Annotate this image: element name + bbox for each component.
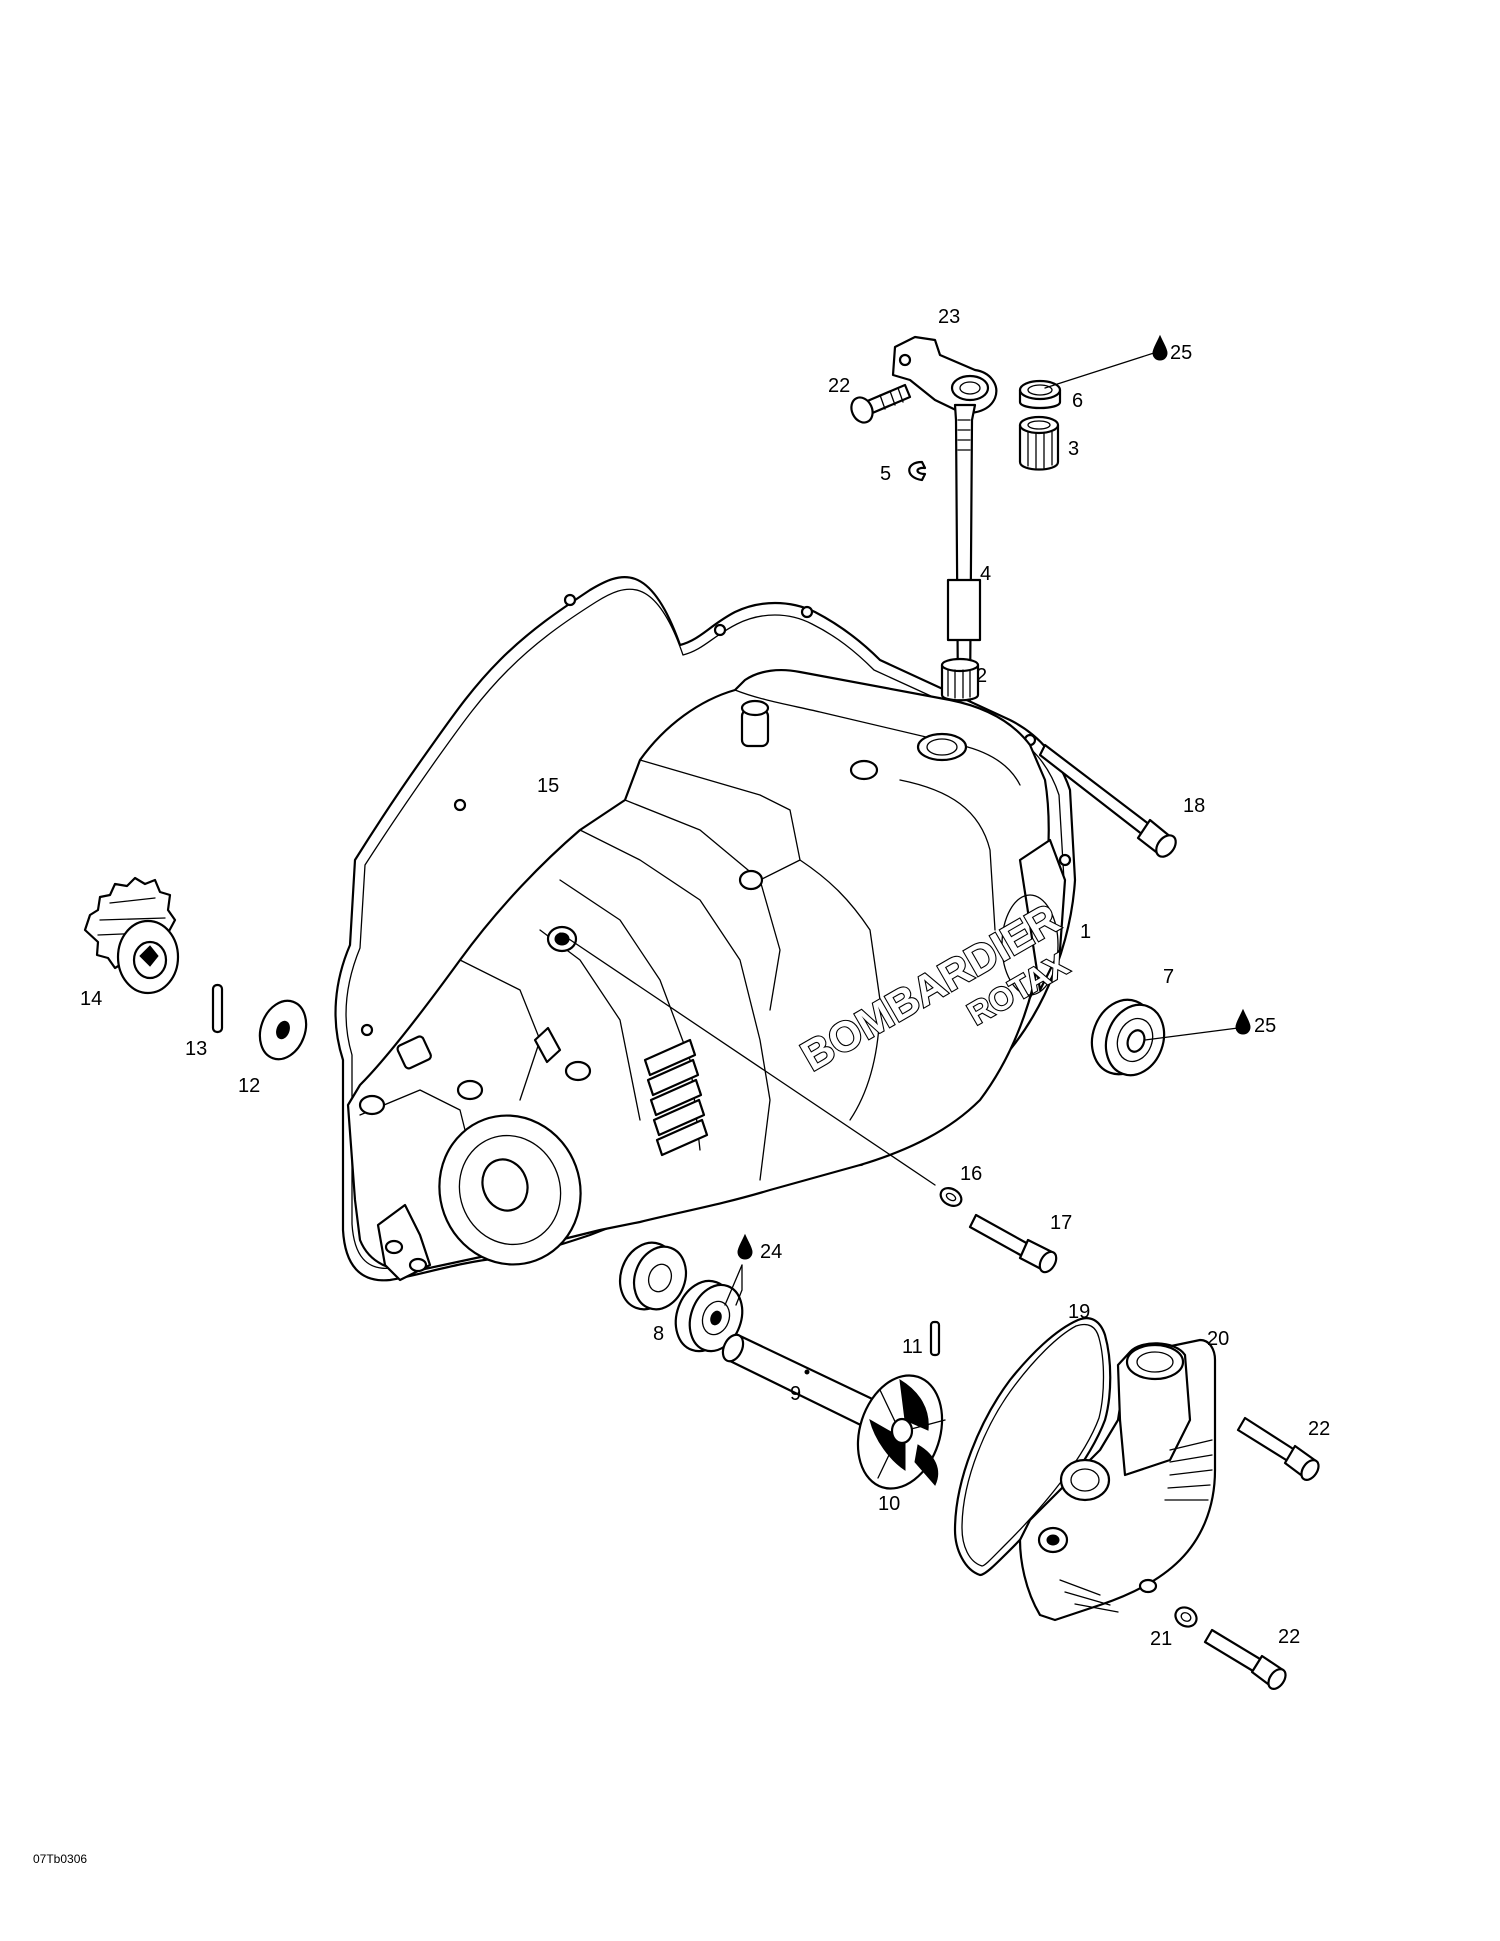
callout-14: 14 — [80, 988, 102, 1010]
needle-bearing-small-part — [940, 657, 980, 702]
impeller-pin-part — [929, 1320, 941, 1357]
screw-part — [850, 383, 912, 424]
needle-bearing-part — [1018, 415, 1060, 471]
o-ring-part — [953, 1317, 1112, 1577]
callout-9: 9 — [790, 1383, 801, 1405]
oil-drop-icon — [1152, 334, 1168, 361]
pump-outlet — [1125, 1343, 1185, 1381]
washer-part — [258, 999, 308, 1061]
cooling-fins — [643, 1038, 709, 1157]
oil-drop-icon — [737, 1233, 753, 1260]
shift-shaft-part — [946, 403, 982, 702]
pump-washer-part — [1174, 1606, 1198, 1628]
callout-8: 8 — [653, 1323, 664, 1345]
callout-16: 16 — [960, 1163, 982, 1185]
pump-screw-part — [1236, 1416, 1320, 1481]
retaining-clip-part — [908, 460, 927, 482]
callout-6: 6 — [1072, 390, 1083, 412]
callout-12: 12 — [238, 1075, 260, 1097]
callout-13: 13 — [185, 1038, 207, 1060]
callout-25: 25 — [1170, 342, 1192, 364]
callout-23: 23 — [938, 306, 960, 328]
water-pump-impeller-part — [856, 1374, 946, 1490]
callout-15: 15 — [537, 775, 559, 797]
callout-1: 1 — [1080, 921, 1091, 943]
callout-4: 4 — [980, 563, 991, 585]
callout-17: 17 — [1050, 1212, 1072, 1234]
callout-11: 11 — [902, 1336, 923, 1358]
oil-filler-hole — [916, 732, 968, 762]
oil-seal-part — [1018, 379, 1062, 410]
dowel-pin-part — [211, 983, 224, 1034]
shaft-seal-part — [1090, 998, 1166, 1077]
pump-screw-part — [1203, 1628, 1287, 1690]
callout-10: 10 — [878, 1493, 900, 1515]
callout-22: 22 — [1308, 1418, 1330, 1440]
leader-lines — [559, 351, 1239, 1306]
ball-bearing-part — [674, 1279, 744, 1353]
callout-21: 21 — [1150, 1628, 1172, 1650]
long-screw-part — [1038, 743, 1177, 858]
callout-18: 18 — [1183, 795, 1205, 817]
ball-bearing-part — [618, 1241, 688, 1311]
cover-screw-part — [968, 1213, 1058, 1274]
water-pump-housing-part — [1018, 1338, 1217, 1622]
callout-2: 2 — [976, 665, 987, 687]
callout-5: 5 — [880, 463, 891, 485]
callout-7: 7 — [1163, 966, 1174, 988]
callout-labels: 23 25 22 6 3 5 4 2 15 18 1 14 13 12 7 25… — [80, 306, 1330, 1650]
callout-22: 22 — [1278, 1626, 1300, 1648]
callout-25: 25 — [1254, 1015, 1276, 1037]
callout-24: 24 — [760, 1241, 782, 1263]
callout-3: 3 — [1068, 438, 1079, 460]
callout-22: 22 — [828, 375, 850, 397]
drive-gear-part — [83, 876, 180, 995]
oil-drop-icon — [1235, 1008, 1251, 1035]
sealing-washer-part — [939, 1187, 963, 1207]
shift-lever-part — [891, 335, 998, 414]
crankcase-cover-part: BOMBARDIER ROTAX — [346, 669, 1076, 1282]
callout-19: 19 — [1068, 1301, 1090, 1323]
callout-20: 20 — [1207, 1328, 1229, 1350]
figure-code: 07Tb0306 — [33, 1852, 87, 1866]
